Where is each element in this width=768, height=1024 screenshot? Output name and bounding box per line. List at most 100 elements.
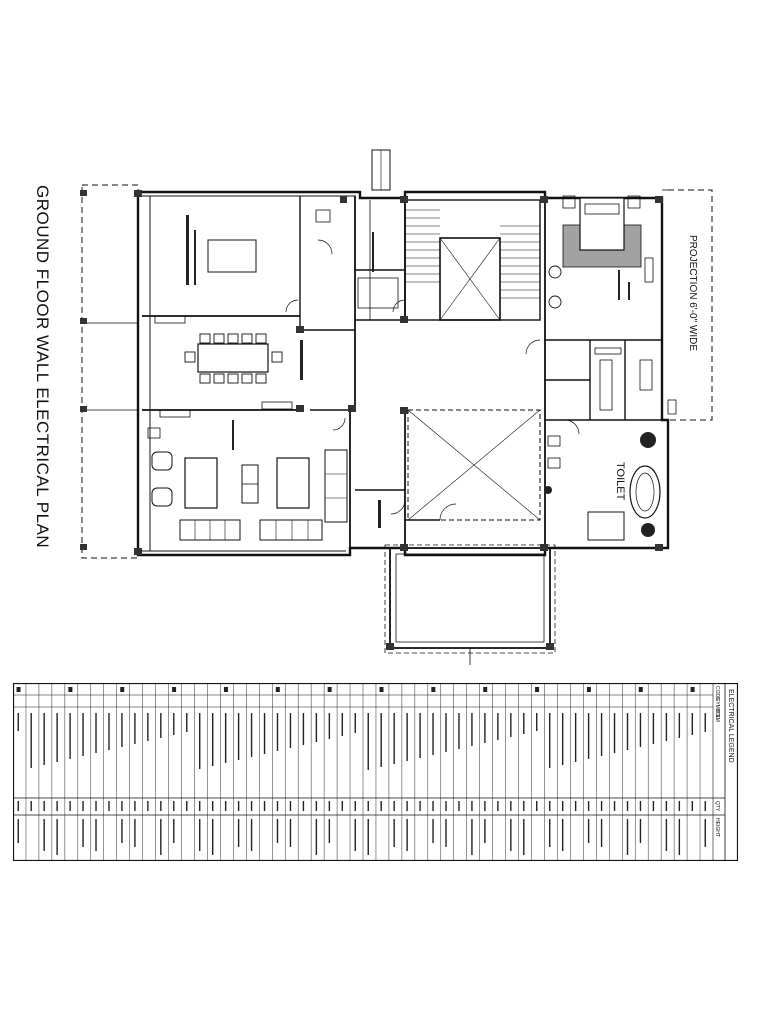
legend-height-mark (432, 819, 434, 843)
legend-qty-mark (95, 801, 97, 811)
legend-qty-mark (341, 801, 344, 811)
legend-fine-print (199, 713, 201, 769)
legend-header-code: CODE (714, 686, 720, 701)
legend-symbol (223, 687, 228, 692)
legend-fine-print (471, 713, 473, 746)
legend-qty-mark (549, 801, 551, 811)
legend-qty-mark (600, 801, 603, 811)
legend-fine-print (523, 713, 525, 734)
sofa-right (259, 519, 323, 541)
toilet-label: TOILET (614, 462, 626, 501)
legend-height-mark (211, 819, 214, 855)
legend-fine-print (678, 713, 681, 738)
legend-symbol (379, 687, 384, 692)
legend-fine-print (367, 713, 369, 770)
legend-qty-mark (160, 801, 162, 811)
legend-height-mark (510, 819, 512, 851)
legend-qty-mark (108, 801, 110, 811)
legend-qty-mark (354, 801, 356, 811)
legend-header-qty: QTY (714, 801, 720, 812)
legend-fine-print (56, 713, 58, 762)
legend-fine-print (354, 713, 356, 733)
legend-height-mark (406, 819, 408, 851)
legend-qty-mark (147, 801, 149, 811)
legend-height-mark (328, 819, 331, 843)
legend-qty-mark (17, 801, 19, 811)
legend-height-mark (367, 819, 369, 855)
legend-symbol (483, 687, 488, 692)
legend-qty-mark (510, 801, 512, 811)
legend-fine-print (549, 713, 551, 768)
legend-fine-print (82, 713, 84, 756)
legend-qty-mark (380, 801, 382, 811)
legend-qty-mark (652, 801, 655, 811)
sofa-side (324, 449, 348, 523)
legend-qty-mark (536, 801, 538, 811)
coffee-table-right (276, 457, 310, 509)
legend-fine-print (432, 713, 434, 755)
legend-symbol (68, 687, 73, 692)
legend-header-height: HEIGHT (714, 818, 720, 837)
legend-qty-mark (328, 801, 331, 811)
legend-height-mark (471, 819, 473, 855)
legend-fine-print (574, 713, 577, 762)
legend-qty-mark (237, 801, 240, 811)
legend-qty-mark (665, 801, 668, 811)
legend-qty-mark (43, 801, 45, 811)
legend-height-mark (523, 819, 525, 855)
legend-symbol (431, 687, 436, 692)
legend-symbol (690, 687, 695, 692)
legend-fine-print (276, 713, 279, 751)
legend-height-mark (665, 819, 668, 851)
legend-height-mark (134, 819, 136, 847)
legend-fine-print (134, 713, 136, 744)
legend-qty-mark (121, 801, 123, 811)
legend-height-mark (82, 819, 84, 847)
legend-fine-print (186, 713, 188, 732)
legend-qty-mark (199, 801, 201, 811)
legend-qty-mark (276, 801, 279, 811)
legend-fine-print (652, 713, 655, 744)
legend-fine-print (419, 713, 421, 758)
legend-title: ELECTRICAL LEGEND (727, 689, 734, 763)
legend-height-mark (237, 819, 240, 847)
legend-height-mark (160, 819, 162, 855)
left-veranda-outline (81, 184, 139, 559)
legend-fine-print (458, 713, 460, 749)
legend-qty-mark (302, 801, 305, 811)
legend-fine-print (484, 713, 486, 743)
legend-fine-print (17, 713, 19, 731)
legend-fine-print (250, 713, 253, 757)
legend-qty-mark (471, 801, 473, 811)
legend-qty-mark (587, 801, 590, 811)
legend-fine-print (691, 713, 694, 735)
legend-fine-print (30, 713, 32, 768)
legend-fine-print (173, 713, 175, 735)
legend-qty-mark (626, 801, 629, 811)
legend-fine-print (211, 713, 214, 766)
legend-height-mark (289, 819, 292, 847)
legend-qty-mark (639, 801, 642, 811)
legend-qty-mark (432, 801, 434, 811)
legend-height-mark (354, 819, 356, 851)
legend-fine-print (237, 713, 240, 760)
legend-qty-mark (224, 801, 227, 811)
legend-fine-print (613, 713, 616, 753)
legend-height-mark (199, 819, 201, 851)
electrical-legend-table: ELECTRICAL LEGEND CODE SYMBOL ITEM QTY H… (13, 683, 738, 861)
legend-qty-mark (574, 801, 577, 811)
legend-fine-print (108, 713, 110, 750)
legend-qty-mark (250, 801, 253, 811)
legend-height-mark (56, 819, 58, 855)
legend-symbol (327, 687, 332, 692)
legend-fine-print (380, 713, 382, 767)
legend-height-mark (678, 819, 681, 855)
legend-height-mark (17, 819, 19, 843)
legend-height-mark (600, 819, 603, 847)
legend-fine-print (315, 713, 318, 742)
legend-symbol (535, 687, 540, 692)
legend-qty-mark (406, 801, 408, 811)
legend-height-mark (43, 819, 45, 851)
legend-fine-print (121, 713, 123, 747)
legend-fine-print (445, 713, 447, 752)
